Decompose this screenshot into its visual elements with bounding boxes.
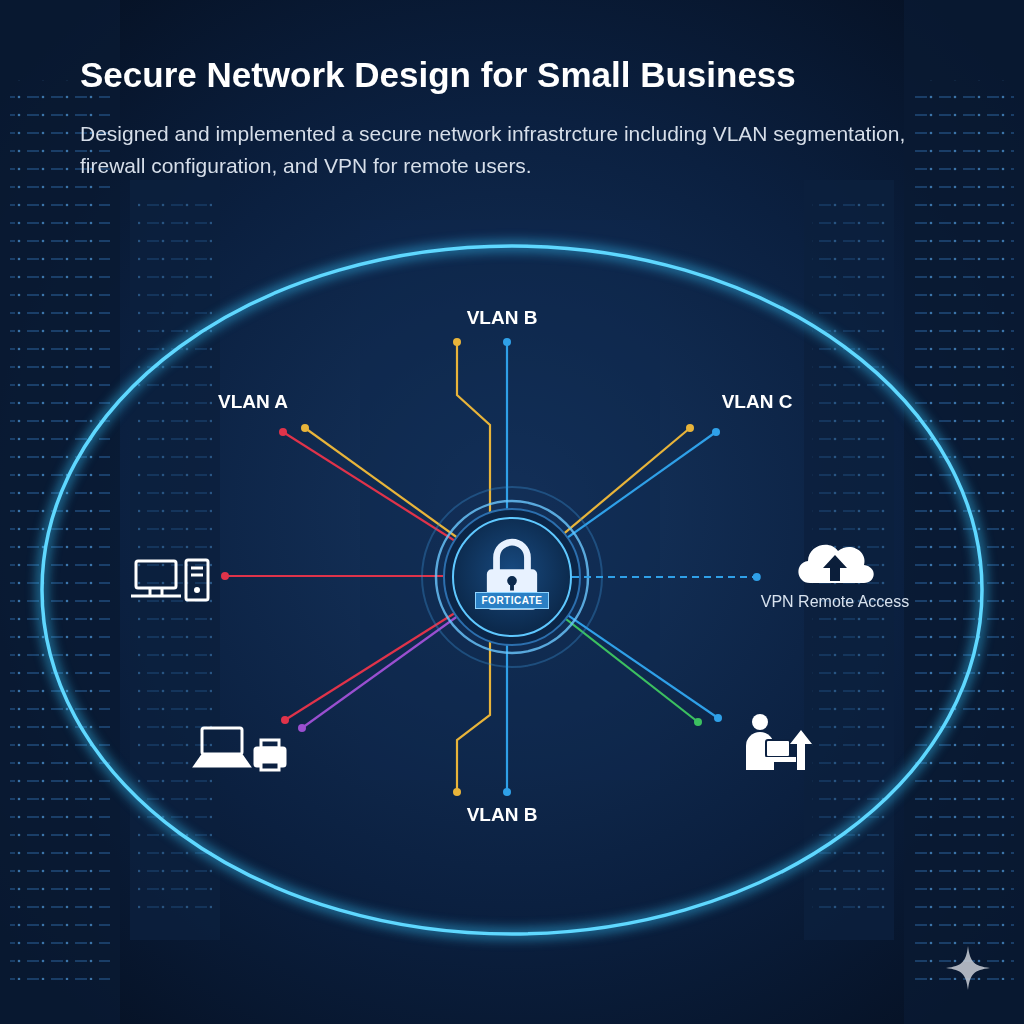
firewall-hub: FORTICATE — [452, 517, 572, 637]
vlan-label: VLAN A — [218, 391, 288, 414]
vpn-connector — [572, 576, 757, 578]
padlock-icon — [454, 519, 570, 635]
vlan-label: VLAN C — [722, 391, 793, 414]
sparkle-mark — [946, 946, 990, 990]
remote-user-icon — [746, 714, 812, 770]
cloud-icon — [790, 533, 880, 588]
network-boundary — [42, 246, 982, 934]
page-title: Secure Network Design for Small Business — [80, 54, 980, 96]
vlan-label: VLAN B — [467, 804, 538, 827]
vpn-cloud: VPN Remote Access — [757, 533, 914, 613]
line-end-dots — [221, 338, 722, 796]
laptop-printer-icon — [195, 728, 285, 770]
vlan-lines — [225, 342, 718, 792]
page-caption: Designed and implemented a secure networ… — [80, 118, 940, 181]
computer-icon — [131, 560, 208, 600]
node-label: VPN Remote Access — [761, 592, 910, 613]
vlan-label: VLAN B — [467, 307, 538, 330]
device-label: FORTICATE — [475, 592, 550, 609]
endpoint-dot — [753, 573, 761, 581]
